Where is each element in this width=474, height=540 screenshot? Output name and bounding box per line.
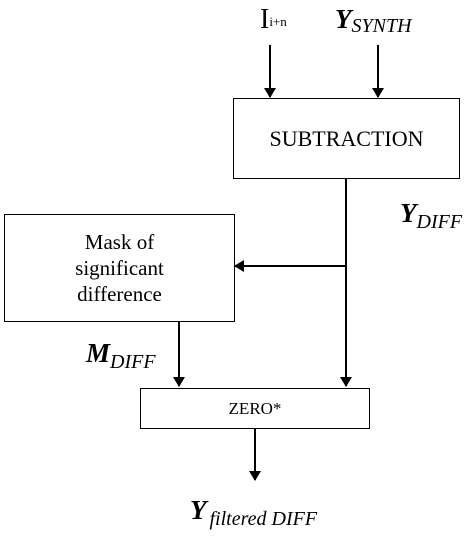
mdiff-label: MDIFF: [86, 338, 156, 373]
input-image-base: I: [260, 4, 270, 35]
mask-label-line2: significant: [75, 255, 164, 280]
subtraction-block: SUBTRACTION: [233, 98, 460, 179]
input-ysynth-sub: SYNTH: [351, 15, 412, 37]
ydiff-sub: DIFF: [416, 211, 463, 233]
mask-label-line1: Mask of: [84, 229, 155, 254]
ydiff-label: YDIFF: [400, 198, 462, 233]
input-ysynth-base: Y: [335, 4, 352, 34]
mask-block: Mask of significant difference: [4, 214, 235, 322]
mdiff-sub: DIFF: [110, 351, 156, 373]
ydiff-base: Y: [400, 198, 417, 228]
subtraction-label: SUBTRACTION: [269, 125, 424, 151]
zero-block: ZERO*: [140, 388, 370, 429]
output-sub: filtered DIFF: [209, 508, 318, 530]
input-image-label: Ii+n: [260, 6, 287, 34]
mask-label-line3: difference: [77, 282, 162, 307]
input-image-sub: i+n: [269, 14, 287, 29]
input-ysynth-label: YSYNTH: [335, 4, 412, 37]
zero-label: ZERO*: [228, 398, 282, 418]
mdiff-base: M: [86, 338, 111, 368]
output-base: Y: [190, 495, 207, 525]
